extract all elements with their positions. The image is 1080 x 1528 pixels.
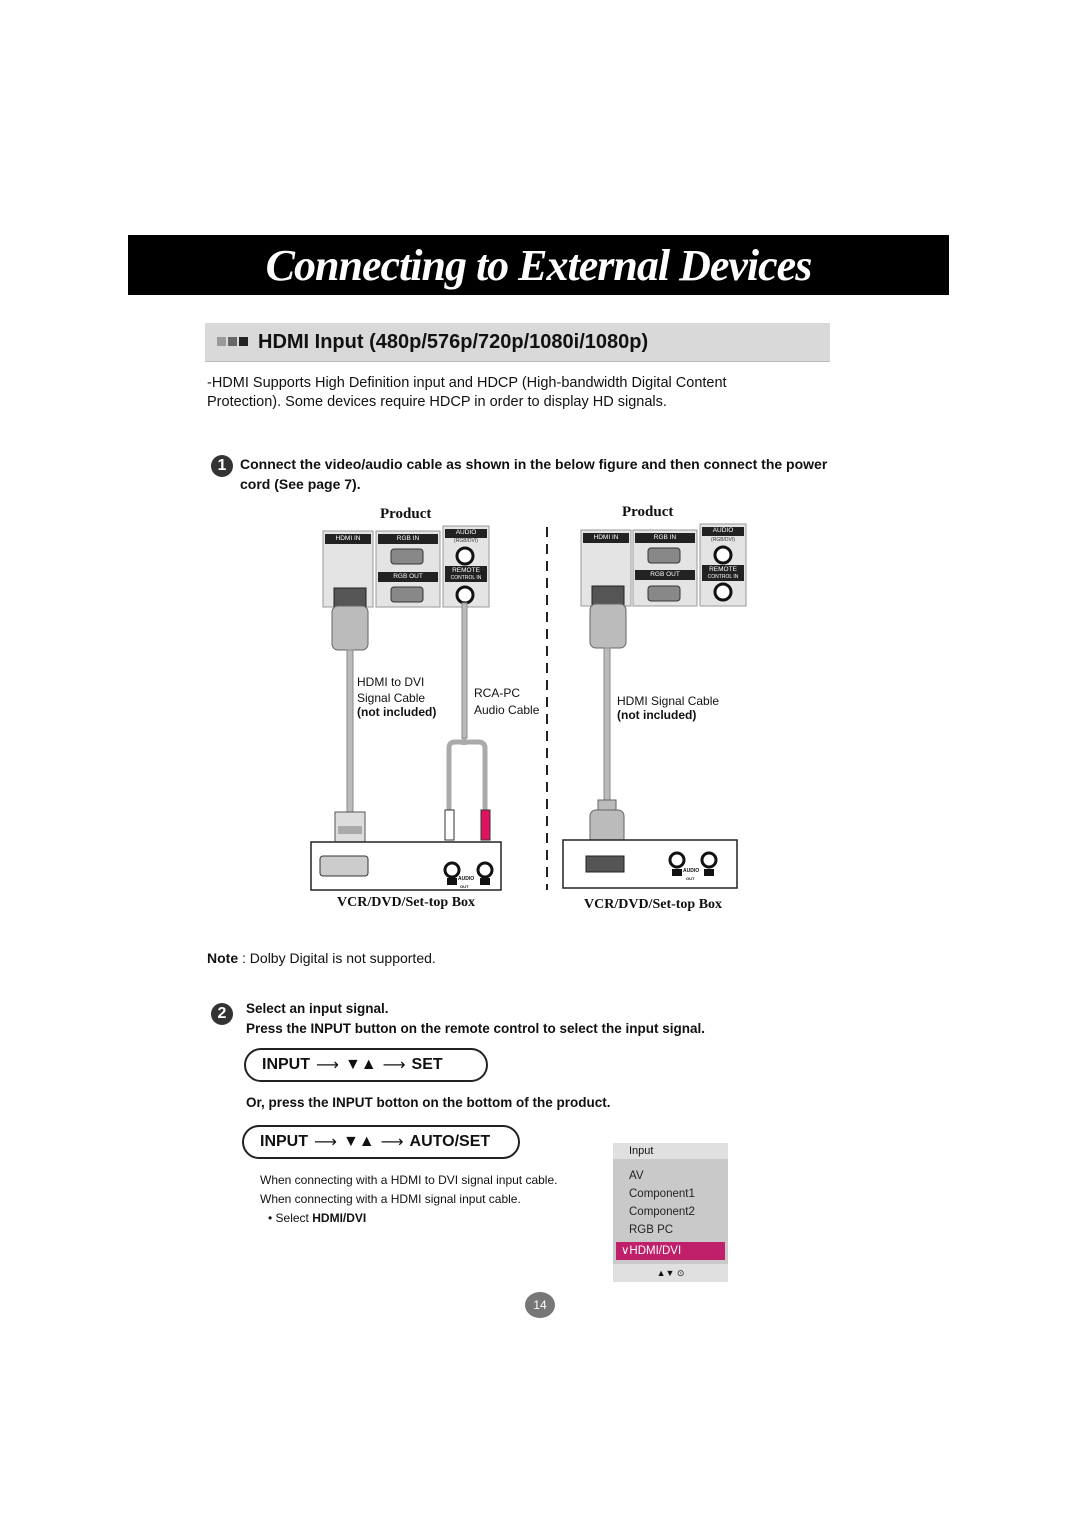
left-cable-1-line-3: (not included) [357, 705, 437, 719]
left-out-label: OUT [460, 884, 469, 889]
menu-item-hdmi-dvi[interactable]: ∨HDMI/DVI [616, 1242, 725, 1260]
note-label: Note [207, 950, 239, 966]
page-title-bar: Connecting to External Devices [128, 235, 949, 295]
left-product-panel [310, 525, 502, 891]
connect-note-3: • Select HDMI/DVI [268, 1211, 366, 1225]
intro-text: -HDMI Supports High Definition input and… [207, 374, 807, 412]
right-cable-line-1: HDMI Signal Cable [617, 694, 720, 708]
right-audio-out-label: AUDIO [683, 868, 700, 874]
left-port-remote: REMOTE [452, 567, 480, 574]
left-audio-out-label: AUDIO [458, 876, 475, 882]
menu-item-hdmi-dvi-label: HDMI/DVI [629, 1245, 682, 1257]
connect-note-2: When connecting with a HDMI signal input… [260, 1192, 521, 1206]
menu-item-component1[interactable]: Component1 [629, 1188, 695, 1200]
or-text: Or, press the INPUT botton on the bottom… [246, 1095, 611, 1110]
menu-nav-icons: ▲▼ ⊙ [613, 1264, 728, 1282]
right-product-panel [562, 523, 747, 889]
right-out-label: OUT [686, 876, 695, 881]
section-bullet-icon [217, 333, 250, 351]
left-cable-2-line-2: Audio Cable [474, 703, 540, 717]
arrow-right-icon: ⟶ [382, 1057, 406, 1074]
remote-input-sequence: INPUT ⟶ ▼▲ ⟶ SET [244, 1048, 488, 1082]
right-product-label: Product [622, 504, 674, 520]
seq2-auto-set: AUTO/SET [409, 1133, 491, 1150]
left-cable-1-line-2: Signal Cable [357, 691, 426, 705]
section-header: HDMI Input (480p/576p/720p/1080i/1080p) [205, 323, 830, 362]
left-port-audio: AUDIO [455, 529, 477, 536]
input-menu: Input AV Component1 Component2 RGB PC ∨H… [613, 1143, 728, 1282]
seq1-set: SET [411, 1056, 443, 1073]
up-down-icon: ▼▲ [344, 1056, 377, 1073]
left-port-hdmi-in: HDMI IN [335, 535, 361, 542]
step-1-text: Connect the video/audio cable as shown i… [240, 456, 828, 492]
arrow-right-icon: ⟶ [316, 1057, 339, 1074]
connect-note-3-prefix: • Select [268, 1211, 313, 1225]
section-title: HDMI Input (480p/576p/720p/1080i/1080p) [258, 330, 649, 353]
connect-note-3-bold: HDMI/DVI [312, 1211, 367, 1225]
right-port-audio-sub: (RGB/DVI) [711, 537, 735, 543]
right-port-remote: REMOTE [709, 566, 737, 573]
seq1-input: INPUT [262, 1056, 310, 1073]
step-2-line-1: Select an input signal. [246, 1001, 389, 1016]
arrow-right-icon: ⟶ [380, 1134, 404, 1151]
right-port-remote-sub: CONTROL IN [707, 574, 739, 580]
left-port-remote-sub: CONTROL IN [450, 575, 482, 581]
seq2-input: INPUT [260, 1133, 308, 1150]
note-text: : Dolby Digital is not supported. [238, 950, 436, 966]
check-icon: ∨ [621, 1245, 630, 1257]
step-1-badge: 1 [211, 455, 233, 477]
left-cable-1-line-1: HDMI to DVI [357, 675, 425, 689]
step-2-line-2: Press the INPUT button on the remote con… [246, 1021, 706, 1036]
intro-line-2: Protection). Some devices require HDCP i… [207, 394, 667, 410]
right-port-hdmi-in: HDMI IN [593, 534, 619, 541]
intro-line-1: -HDMI Supports High Definition input and… [207, 375, 727, 391]
page-number: 14 [525, 1292, 555, 1318]
input-menu-title: Input [613, 1143, 728, 1159]
left-port-rgb-in: RGB IN [396, 535, 420, 542]
left-product-label: Product [380, 506, 432, 522]
left-port-audio-sub: (RGB/DVI) [454, 538, 478, 544]
left-cable-2-line-1: RCA-PC [474, 686, 521, 700]
right-port-audio: AUDIO [712, 527, 734, 534]
right-device-label: VCR/DVD/Set-top Box [584, 897, 723, 912]
product-input-sequence: INPUT ⟶ ▼▲ ⟶ AUTO/SET [242, 1125, 520, 1159]
right-port-rgb-out: RGB OUT [650, 571, 680, 578]
right-port-rgb-in: RGB IN [653, 534, 677, 541]
arrow-right-icon: ⟶ [314, 1134, 337, 1151]
connection-diagram [310, 523, 747, 891]
menu-item-component2[interactable]: Component2 [629, 1206, 695, 1218]
page-title: Connecting to External Devices [265, 240, 813, 290]
right-cable-line-2: (not included) [617, 708, 697, 722]
step-2-badge: 2 [211, 1003, 233, 1025]
menu-item-rgb-pc[interactable]: RGB PC [629, 1224, 674, 1236]
menu-item-av[interactable]: AV [629, 1170, 644, 1182]
note: Note : Dolby Digital is not supported. [207, 950, 436, 966]
left-port-rgb-out: RGB OUT [393, 573, 423, 580]
up-down-icon: ▼▲ [342, 1133, 375, 1150]
connect-note-1: When connecting with a HDMI to DVI signa… [260, 1173, 558, 1187]
left-device-label: VCR/DVD/Set-top Box [337, 895, 476, 910]
